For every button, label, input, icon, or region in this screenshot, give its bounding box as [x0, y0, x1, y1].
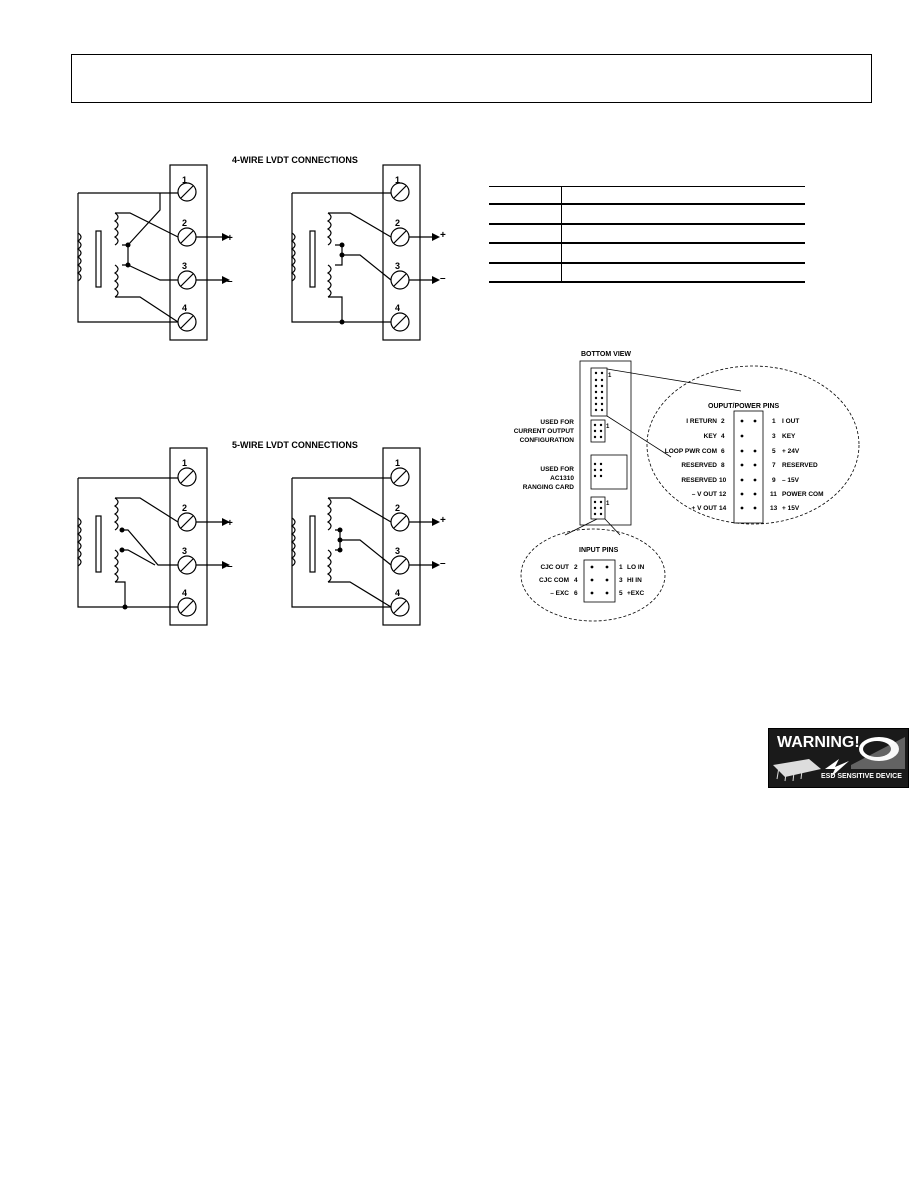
- svg-text:4: 4: [574, 577, 578, 584]
- svg-text:12: 12: [719, 491, 727, 498]
- svg-text:6: 6: [574, 590, 578, 597]
- svg-text:USED FOR: USED FOR: [540, 466, 574, 473]
- terminal-1-label: 1: [395, 458, 400, 468]
- input-pins-title: INPUT PINS: [579, 547, 619, 554]
- plus-label: +: [227, 518, 233, 529]
- svg-text:POWER COM: POWER COM: [782, 491, 824, 498]
- terminal-4-label: 4: [395, 303, 400, 313]
- plus-label-c: +: [440, 515, 446, 526]
- terminal-4-label: 4: [182, 303, 187, 313]
- esd-chip-icon: [773, 737, 905, 782]
- terminal-2-label: 2: [395, 218, 400, 228]
- svg-text:5: 5: [619, 590, 623, 597]
- four-wire-variant-a: [76, 164, 222, 341]
- svg-text:1: 1: [606, 424, 610, 430]
- svg-text:CJC COM: CJC COM: [539, 577, 569, 584]
- terminal-2-label: 2: [182, 503, 187, 513]
- output-power-callout: [646, 365, 860, 525]
- header-box: [71, 54, 872, 103]
- svg-text:1: 1: [608, 373, 612, 379]
- plus-label: +: [227, 233, 233, 244]
- svg-text:10: 10: [719, 477, 727, 484]
- svg-text:– EXC: – EXC: [550, 590, 569, 597]
- terminal-3-label: 3: [395, 546, 400, 556]
- svg-text:I RETURN: I RETURN: [686, 418, 717, 425]
- terminal-2-label: 2: [395, 503, 400, 513]
- svg-text:13: 13: [770, 505, 778, 512]
- terminal-4-label: 4: [395, 588, 400, 598]
- svg-text:3: 3: [772, 433, 776, 440]
- terminal-3-label: 3: [395, 261, 400, 271]
- warning-title: WARNING!: [777, 734, 860, 751]
- svg-text:2: 2: [721, 418, 725, 425]
- five-wire-lvdt-diagram: 5-WIRE LVDT CONNECTIONS 1 2 3 4 + –: [76, 440, 440, 626]
- warning-subtitle: ESD SENSITIVE DEVICE: [821, 773, 902, 780]
- terminal-4-label: 4: [182, 588, 187, 598]
- svg-text:7: 7: [772, 462, 776, 469]
- svg-text:USED FOR: USED FOR: [540, 419, 574, 426]
- terminal-2-label: 2: [182, 218, 187, 228]
- svg-text:LOOP PWR COM: LOOP PWR COM: [665, 448, 717, 455]
- module-body: [579, 360, 632, 526]
- svg-text:I OUT: I OUT: [782, 418, 799, 425]
- minus-label: –: [227, 276, 233, 287]
- svg-text:+EXC: +EXC: [627, 590, 644, 597]
- svg-text:+ 15V: + 15V: [782, 505, 800, 512]
- svg-text:8: 8: [721, 462, 725, 469]
- five-wire-variant-a: [76, 447, 222, 626]
- four-wire-variant-b: [290, 164, 432, 341]
- minus-label-b: –: [440, 273, 446, 284]
- bottom-view-pinout: BOTTOM VIEW: [514, 351, 860, 622]
- four-wire-title: 4-WIRE LVDT CONNECTIONS: [232, 155, 358, 165]
- svg-text:1: 1: [606, 501, 610, 507]
- output-power-title: OUPUT/POWER PINS: [708, 403, 780, 410]
- svg-text:2: 2: [574, 564, 578, 571]
- svg-text:– V OUT: – V OUT: [692, 491, 717, 498]
- terminal-1-label: 1: [182, 175, 187, 185]
- svg-text:AC1310: AC1310: [550, 475, 574, 482]
- minus-label-c: –: [440, 558, 446, 569]
- svg-text:1: 1: [619, 564, 623, 571]
- minus-label: –: [227, 561, 233, 572]
- svg-text:+ 24V: + 24V: [782, 448, 800, 455]
- svg-text:14: 14: [719, 505, 727, 512]
- svg-text:6: 6: [721, 448, 725, 455]
- svg-text:RANGING CARD: RANGING CARD: [523, 484, 575, 491]
- bottom-view-label: BOTTOM VIEW: [581, 351, 631, 358]
- svg-text:RESERVED: RESERVED: [782, 462, 818, 469]
- svg-text:4: 4: [721, 433, 725, 440]
- svg-text:11: 11: [770, 491, 777, 498]
- svg-text:LO IN: LO IN: [627, 564, 645, 571]
- svg-text:RESERVED: RESERVED: [681, 477, 717, 484]
- esd-warning-badge: WARNING! ESD SENSITIVE DEVICE: [768, 728, 909, 788]
- terminal-3-label: 3: [182, 261, 187, 271]
- svg-text:CONFIGURATION: CONFIGURATION: [520, 437, 575, 444]
- svg-text:1: 1: [772, 418, 776, 425]
- plus-label-b: +: [440, 230, 446, 241]
- svg-text:5: 5: [772, 448, 776, 455]
- svg-text:9: 9: [772, 477, 776, 484]
- terminal-3-label: 3: [182, 546, 187, 556]
- terminal-1-label: 1: [182, 458, 187, 468]
- svg-text:CURRENT OUTPUT: CURRENT OUTPUT: [514, 428, 574, 435]
- svg-text:HI IN: HI IN: [627, 577, 642, 584]
- five-wire-variant-b: [290, 447, 432, 626]
- svg-text:+ V OUT: + V OUT: [692, 505, 717, 512]
- input-pins-callout: [520, 528, 666, 622]
- svg-text:– 15V: – 15V: [782, 477, 800, 484]
- four-wire-lvdt-diagram: 4-WIRE LVDT CONNECTIONS 1 2 3 4 + –: [76, 155, 440, 341]
- svg-text:KEY: KEY: [782, 433, 796, 440]
- five-wire-title: 5-WIRE LVDT CONNECTIONS: [232, 440, 358, 450]
- terminal-1-label: 1: [395, 175, 400, 185]
- svg-text:3: 3: [619, 577, 623, 584]
- svg-text:KEY: KEY: [704, 433, 718, 440]
- svg-text:CJC OUT: CJC OUT: [540, 564, 569, 571]
- svg-text:RESERVED: RESERVED: [681, 462, 717, 469]
